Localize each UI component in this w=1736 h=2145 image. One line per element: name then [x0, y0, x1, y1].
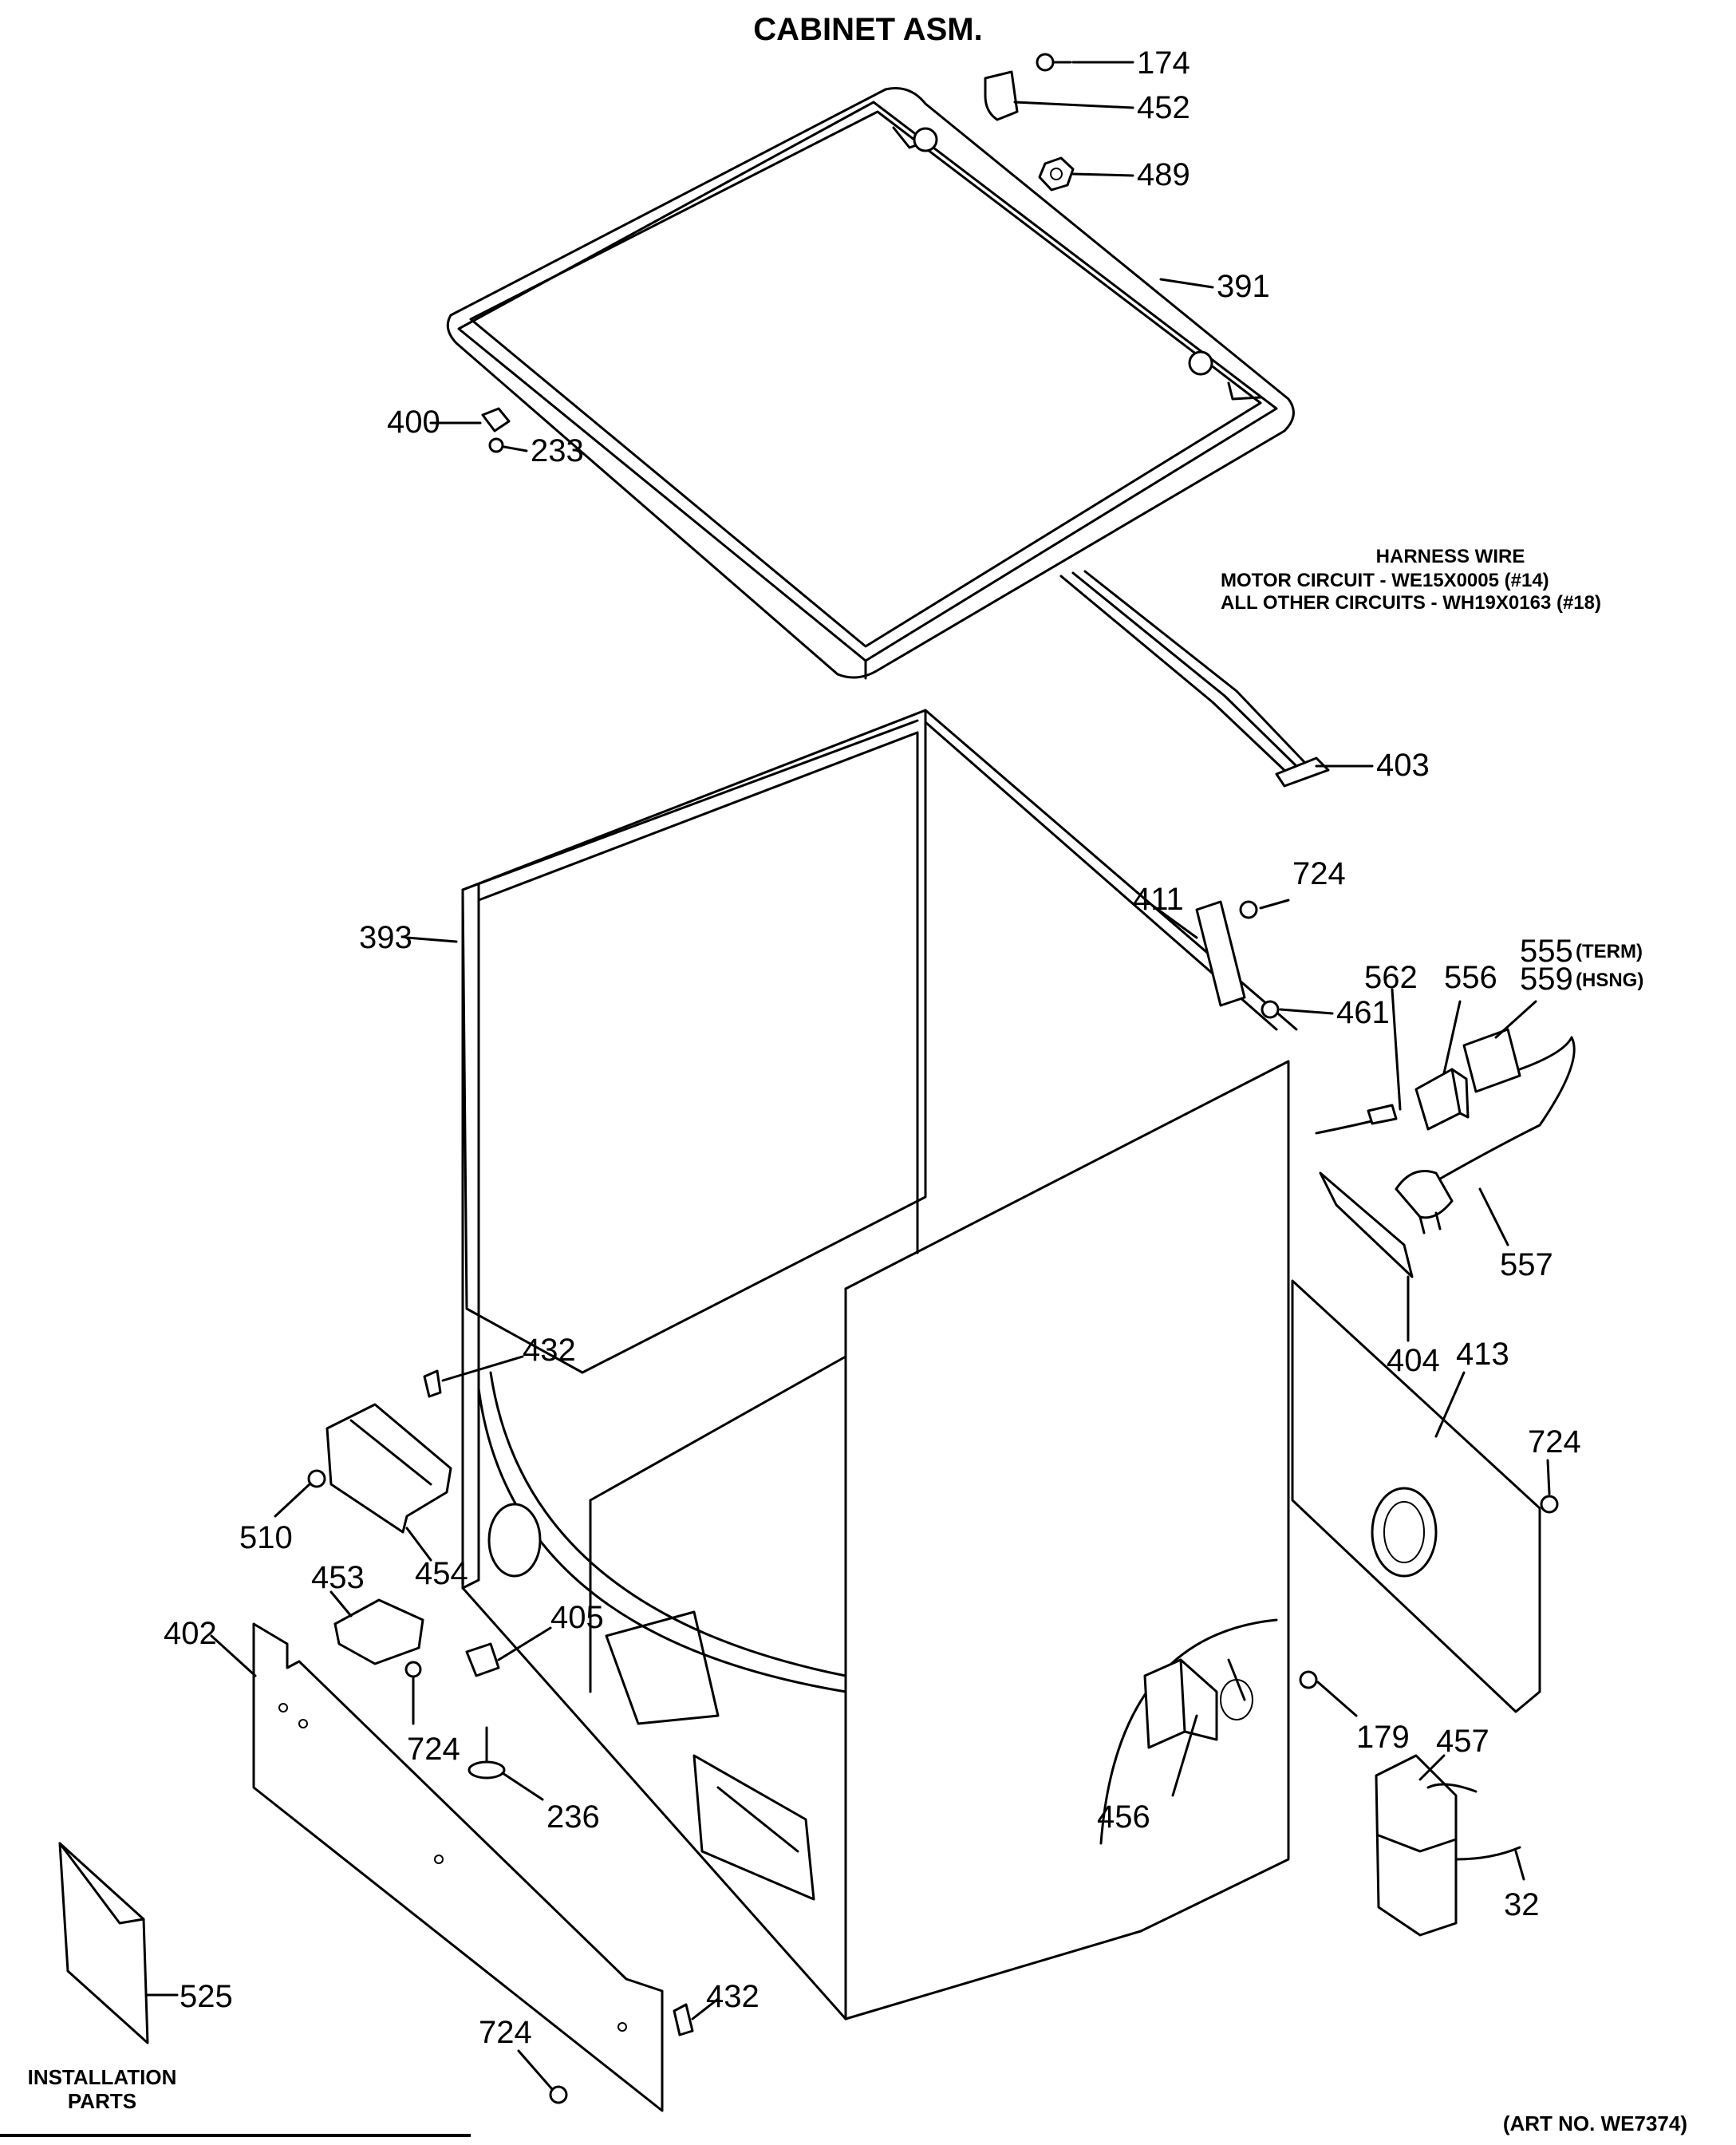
callout-404: 404: [1387, 1343, 1440, 1378]
part-233-screw: [488, 437, 504, 453]
callout-236: 236: [546, 1799, 600, 1835]
part-724-screw-a: [1239, 900, 1258, 919]
callout-457: 457: [1436, 1724, 1489, 1759]
part-404-bracket: [1319, 1171, 1414, 1278]
part-557-plug: [1395, 1170, 1454, 1234]
callout-452: 452: [1137, 90, 1190, 125]
part-402-toe-panel: [252, 1622, 664, 2112]
callout-411: 411: [1133, 882, 1184, 917]
callout-432-a: 432: [523, 1333, 576, 1368]
callout-559: 559: [1520, 962, 1573, 997]
callout-724-b: 724: [1528, 1424, 1581, 1460]
part-461-screw: [1261, 1000, 1280, 1019]
harness-heading: HARNESS WIRE: [1376, 546, 1525, 567]
callout-32: 32: [1504, 1887, 1540, 1922]
callout-510: 510: [239, 1520, 293, 1555]
callout-403: 403: [1376, 748, 1430, 783]
top-cover: [446, 87, 1295, 680]
part-724-screw-d: [549, 2085, 568, 2104]
installation-line-2: PARTS: [68, 2089, 136, 2113]
part-454-bracket: [326, 1403, 452, 1534]
callout-391: 391: [1217, 269, 1270, 304]
callout-179: 179: [1356, 1720, 1410, 1755]
callout-724-a: 724: [1292, 856, 1346, 891]
callout-393: 393: [359, 920, 412, 955]
callout-555: 555: [1520, 934, 1573, 969]
callout-453: 453: [311, 1560, 365, 1595]
part-174-screw: [1036, 53, 1072, 72]
callout-405: 405: [550, 1600, 604, 1635]
callout-559-note: (HSNG): [1576, 970, 1643, 991]
callout-454: 454: [415, 1556, 468, 1591]
part-525-envelope: [58, 1842, 149, 2044]
installation-line-1: INSTALLATION: [28, 2065, 177, 2089]
callout-555-note: (TERM): [1576, 941, 1643, 962]
callout-557: 557: [1500, 1247, 1553, 1282]
part-432-clip-b: [673, 2003, 694, 2036]
part-724-screw-c: [404, 1661, 422, 1678]
callout-724-d: 724: [479, 2015, 532, 2050]
callout-556: 556: [1444, 960, 1497, 995]
part-559-housing: [1434, 1028, 1576, 1183]
harness-line-1: MOTOR CIRCUIT - WE15X0005 (#14): [1221, 570, 1549, 591]
part-432-clip-a: [423, 1369, 442, 1398]
leader-lines: [146, 61, 1551, 2091]
part-400-clip: [481, 407, 511, 433]
part-453-bracket: [333, 1598, 424, 1665]
art-number: (ART NO. WE7374): [1503, 2111, 1687, 2135]
harness-line-2: ALL OTHER CIRCUITS - WH19X0163 (#18): [1221, 592, 1601, 614]
callout-174: 174: [1137, 45, 1190, 81]
callout-233: 233: [531, 433, 584, 468]
part-724-screw-b: [1540, 1495, 1559, 1514]
callout-489: 489: [1137, 157, 1190, 192]
callout-400: 400: [387, 405, 440, 440]
part-489-clip: [1038, 156, 1075, 192]
callout-402: 402: [164, 1616, 217, 1651]
callout-456: 456: [1097, 1799, 1150, 1835]
part-457-block: [1375, 1754, 1521, 1937]
diagram-title: CABINET ASM.: [753, 12, 982, 47]
part-413-back-panel: [1291, 1279, 1541, 1713]
harness-wire-403: [1059, 570, 1330, 788]
callout-413: 413: [1456, 1337, 1509, 1372]
part-411-plate: [1195, 900, 1246, 1007]
part-510-screw: [307, 1469, 326, 1488]
part-562-terminal: [1315, 1104, 1398, 1135]
part-405-clip: [465, 1642, 500, 1677]
callout-461: 461: [1336, 995, 1390, 1030]
part-556-connector: [1414, 1068, 1470, 1131]
part-452-hinge: [984, 70, 1019, 121]
part-236-leg: [468, 1726, 506, 1780]
callout-724-c: 724: [407, 1732, 460, 1767]
callout-562: 562: [1364, 960, 1418, 995]
part-179-screw: [1299, 1670, 1318, 1689]
part-456-bracket: [1143, 1658, 1218, 1749]
callout-525: 525: [180, 1979, 233, 2014]
callout-432-b: 432: [706, 1979, 760, 2014]
